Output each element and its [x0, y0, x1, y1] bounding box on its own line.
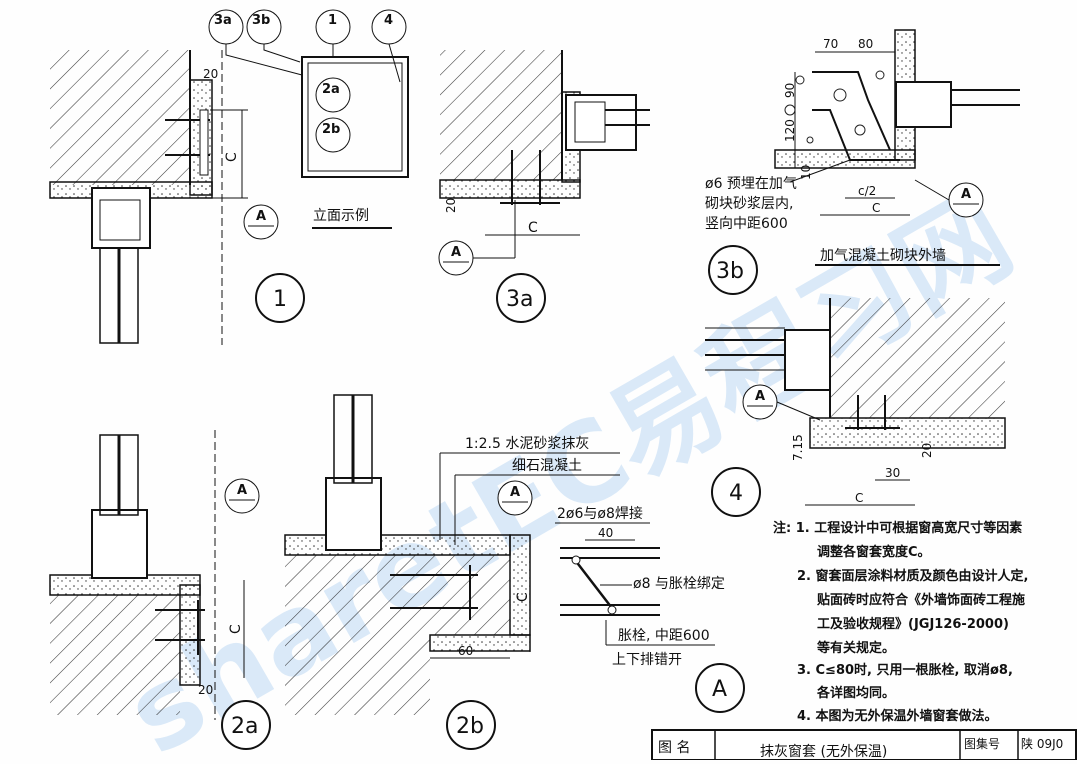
weld-label: 2ø6与ø8焊接 [557, 505, 643, 522]
dim-c-4: C [855, 491, 863, 505]
title-block: 图 名 抹灰窗套 (无外保温) 图集号 陕 09J0 [651, 729, 1077, 761]
bubble-A-4: A [755, 389, 765, 404]
dim-20-2a: 20 [198, 683, 213, 697]
bubble-1-top: 1 [328, 13, 337, 28]
detail-label-3a: 3a [506, 287, 533, 312]
bubble-4-top: 4 [384, 13, 393, 28]
detail-2b: C 60 1:2.5 水泥砂浆抹灰 细石混凝土 A 2b [284, 394, 620, 750]
detail-3a: C 20 A 3a [438, 50, 650, 323]
bubble-A-1: A [256, 209, 266, 224]
detail-1: C 20 A 1 [49, 50, 305, 345]
dim-c-2a: C [228, 624, 244, 634]
dim-10: 10 [799, 165, 813, 180]
dim-60: 60 [458, 644, 473, 658]
title-name-label: 图 名 [658, 740, 690, 756]
detail-label-A: A [712, 677, 727, 702]
bubble-A-2b: A [510, 485, 520, 500]
dim-40: 40 [598, 526, 613, 540]
detail-2a: C 20 A 2a [49, 430, 271, 750]
bubble-2b-mid: 2b [322, 122, 340, 137]
note-3b: 各详图均同。 [816, 685, 895, 701]
note-1: 注: 1. 工程设计中可根据窗高宽尺寸等因素 [773, 520, 1022, 536]
dim-70: 70 [823, 37, 838, 51]
dim-90: 90 [783, 83, 797, 98]
dim-c-1: C [224, 152, 240, 162]
tie-label: ø8 与胀栓绑定 [633, 576, 725, 592]
dim-715: 7.15 [791, 434, 805, 461]
mortar-label: 1:2.5 水泥砂浆抹灰 [465, 436, 589, 452]
elevation-example: 3a 3b 1 4 2a 2b 立面示例 [208, 9, 409, 229]
dim-120: 120 [783, 119, 797, 142]
detail-A: 2ø6与ø8焊接 40 ø8 与胀栓绑定 胀栓, 中距600 上下排错开 A [555, 505, 745, 713]
dim-c2: c/2 [858, 184, 876, 198]
dim-c-2b: C [515, 592, 531, 602]
detail-4: 7.15 30 20 C A 4 [705, 298, 1006, 517]
bubble-3b-top: 3b [252, 13, 270, 28]
detail-label-1: 1 [273, 287, 287, 312]
rebar-note-3: 竖向中距600 [705, 216, 788, 232]
note-2: 2. 窗套面层涂料材质及颜色由设计人定, [797, 568, 1028, 584]
rebar-note-1: ø6 预埋在加气 [705, 176, 797, 192]
dim-20-4: 20 [920, 443, 934, 458]
detail-label-2a: 2a [231, 714, 258, 739]
note-4: 4. 本图为无外保温外墙窗套做法。 [797, 708, 998, 724]
notes: 注: 1. 工程设计中可根据窗高宽尺寸等因素 调整各窗套宽度C。 2. 窗套面层… [773, 520, 1028, 724]
dim-30: 30 [885, 466, 900, 480]
bubble-A-2a: A [237, 483, 247, 498]
dim-20-3a: 20 [444, 198, 458, 213]
atlas-number: 陕 09J0 [1021, 736, 1063, 751]
detail-3b: 70 80 90 120 10 c/2 C ø6 预埋在加气 砌块砂浆层内, 竖… [705, 29, 1020, 295]
dim-c-3a: C [528, 220, 538, 236]
anchor-label: 胀栓, 中距600 [618, 628, 710, 644]
title-name: 抹灰窗套 (无外保温) [760, 743, 887, 760]
dim-80: 80 [858, 37, 873, 51]
note-2d: 等有关规定。 [816, 640, 895, 656]
note-1b: 调整各窗套宽度C。 [817, 544, 931, 560]
rebar-note-2: 砌块砂浆层内, [705, 196, 793, 212]
atlas-label: 图集号 [964, 736, 1000, 751]
bubble-3a-top: 3a [214, 13, 232, 28]
detail-label-3b: 3b [716, 259, 744, 284]
dim-c-3b: C [872, 201, 880, 215]
elevation-example-title: 立面示例 [313, 208, 369, 224]
aac-wall-label: 加气混凝土砌块外墙 [820, 248, 946, 264]
fine-concrete-label: 细石混凝土 [512, 458, 582, 474]
note-3: 3. C≤80时, 只用一根胀栓, 取消ø8, [797, 662, 1013, 678]
stagger-label: 上下排错开 [612, 652, 682, 668]
bubble-2a-mid: 2a [322, 82, 340, 97]
note-2b: 贴面砖时应符合《外墙饰面砖工程施 [817, 592, 1025, 608]
note-2c: 工及验收规程》(JGJ126-2000) [817, 616, 1009, 632]
bubble-A-3a: A [451, 245, 461, 260]
dim-20-1: 20 [203, 67, 218, 81]
bubble-A-3b: A [961, 187, 971, 202]
detail-label-2b: 2b [456, 714, 484, 739]
detail-label-4: 4 [729, 481, 743, 506]
